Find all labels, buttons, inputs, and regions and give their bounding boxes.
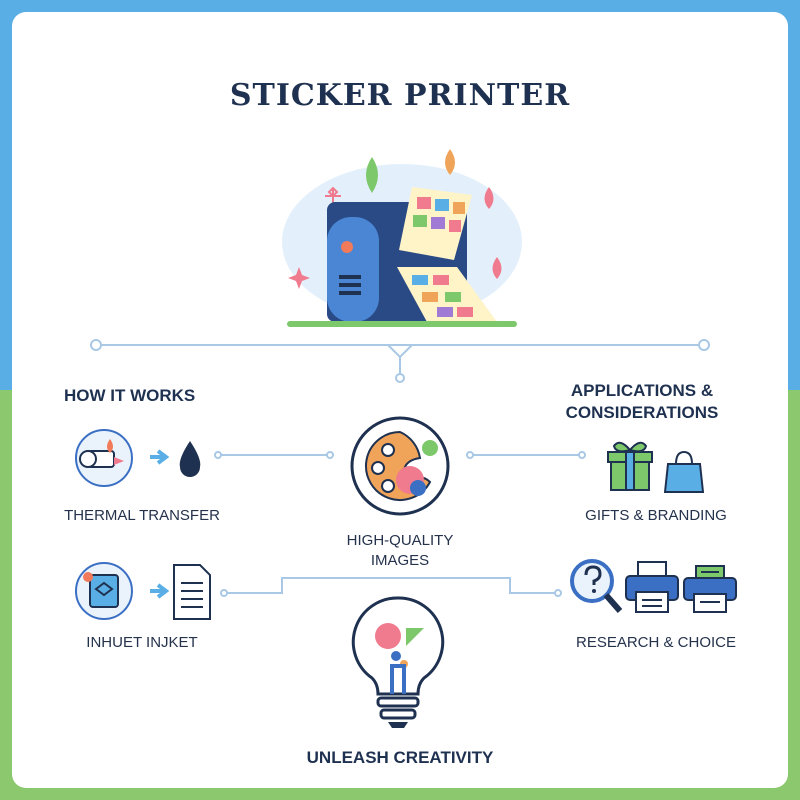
thermal-roll-icon <box>75 429 201 487</box>
lightbulb-icon <box>351 596 445 728</box>
printer-icon <box>625 561 679 613</box>
magnifier-icon <box>570 559 623 613</box>
page-title: STICKER PRINTER <box>229 78 571 113</box>
shopping-bag-icon <box>664 450 704 493</box>
infographic-card: STICKER PRINTER HOW IT WORKS <box>12 12 788 788</box>
research-choice-label: RESEARCH & CHOICE <box>575 634 737 651</box>
connector-lines <box>90 339 710 597</box>
unleash-creativity-label: UNLEASH CREATIVITY <box>306 748 494 767</box>
high-quality-line-1: HIGH-QUALITY <box>346 532 454 549</box>
printer-icon <box>683 565 737 613</box>
thermal-transfer-label: THERMAL TRANSFER <box>64 507 220 524</box>
applications-heading-line-2: CONSIDERATIONS <box>565 403 719 422</box>
gift-icon <box>607 441 653 491</box>
how-it-works-heading: HOW IT WORKS <box>64 386 196 405</box>
gifts-branding-label: GIFTS & BRANDING <box>585 507 727 524</box>
palette-icon <box>350 416 450 516</box>
sticker-printer-icon <box>282 149 522 327</box>
inkjet-label: INHUET INJKET <box>86 634 198 651</box>
applications-heading-line-1: APPLICATIONS & <box>570 381 714 400</box>
inkjet-icon <box>75 562 211 620</box>
high-quality-line-2: IMAGES <box>370 552 430 569</box>
